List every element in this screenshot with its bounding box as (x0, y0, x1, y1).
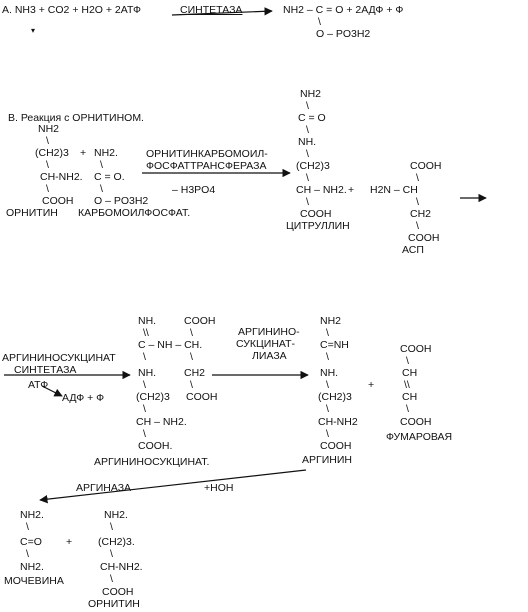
adp-label: АДФ + Ф (62, 392, 105, 404)
plus-sign: + (368, 379, 375, 391)
argininosuccinate-name: АРГИНИНОСУКЦИНАТ. (94, 456, 210, 468)
plus-sign: + (348, 184, 355, 196)
fumarate-name: ФУМАРОВАЯ (386, 431, 453, 443)
section-a-equation: А. NH3 + CO2 + H2O + 2АТФ (2, 4, 141, 16)
atp-label: АТФ (28, 379, 49, 391)
section-b-title: B. Реакция с ОРНИТИНОМ. (8, 112, 144, 124)
ornithine-product-name: ОРНИТИН (88, 598, 140, 610)
water-label: +HOH (204, 482, 234, 494)
synthetase-label: СИНТЕТАЗА (180, 4, 243, 16)
arginase-label: АРГИНАЗА (76, 482, 132, 494)
carbamoyl-phosphate-name: КАРБОМОИЛФОСФАТ. (78, 207, 191, 219)
aspartate-name: АСП (402, 244, 424, 256)
citrulline-name: ЦИТРУЛЛИН (286, 220, 350, 232)
product-bond: \ (318, 16, 321, 28)
carbamoyl-product: NH2 – C = O + 2АДФ + Ф (283, 4, 404, 16)
plus-sign: + (80, 147, 87, 159)
product-phosphate-group: O – PO3H2 (316, 28, 371, 40)
stray-mark: ▾ (31, 26, 36, 35)
ornithine-name: ОРНИТИН (6, 207, 58, 219)
plus-sign: + (66, 536, 73, 548)
urea-name: МОЧЕВИНА (4, 575, 64, 587)
arginine-name: АРГИНИН (302, 454, 352, 466)
